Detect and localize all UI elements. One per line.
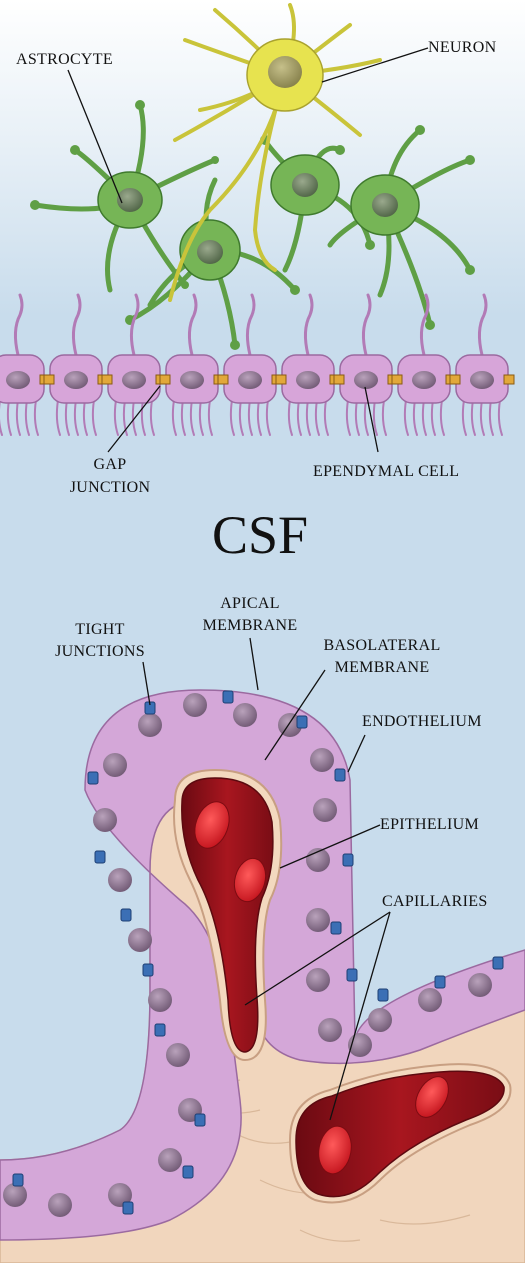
epithelial-nucleus xyxy=(310,748,334,772)
label-astrocyte: ASTROCYTE xyxy=(16,51,113,68)
epithelial-nucleus xyxy=(183,693,207,717)
leader-gap-junction xyxy=(107,385,161,453)
tight-junction xyxy=(296,715,308,729)
tight-junction xyxy=(334,768,346,782)
red-blood-cells-upper xyxy=(194,801,267,903)
ependymal-cell xyxy=(449,293,515,436)
tight-junction xyxy=(182,1165,194,1179)
tight-junction xyxy=(377,988,389,1002)
epithelial-nucleus xyxy=(368,1008,392,1032)
label-gap-junction-1: GAP xyxy=(93,456,127,473)
epithelial-nucleus xyxy=(468,973,492,997)
label-tight-junctions-2: JUNCTIONS xyxy=(55,643,145,660)
gap-junction xyxy=(503,374,515,385)
tight-junction xyxy=(194,1113,206,1127)
gap-junction xyxy=(159,374,171,385)
label-apical-membrane-2: MEMBRANE xyxy=(202,617,298,634)
epithelial-nucleus xyxy=(233,703,257,727)
epithelial-nucleus xyxy=(158,1148,182,1172)
gap-junction xyxy=(101,374,113,385)
tight-junction xyxy=(94,850,106,864)
leader-basolateral-membrane xyxy=(264,669,326,761)
gap-junction xyxy=(217,374,229,385)
gap-junction xyxy=(275,374,287,385)
label-capillaries: CAPILLARIES xyxy=(382,893,488,910)
epithelial-nucleus xyxy=(306,968,330,992)
leader-astrocyte xyxy=(67,69,123,204)
tight-junction xyxy=(222,690,234,704)
capillary-lower xyxy=(295,1070,505,1198)
epithelial-nucleus xyxy=(93,808,117,832)
gap-junction xyxy=(43,374,55,385)
tight-junction xyxy=(142,963,154,977)
epithelial-nucleus xyxy=(138,713,162,737)
label-endothelium: ENDOTHELIUM xyxy=(362,713,482,730)
leader-neuron xyxy=(321,47,429,83)
leader-lines xyxy=(67,47,429,1121)
epithelial-nucleus xyxy=(313,798,337,822)
gap-junction xyxy=(333,374,345,385)
epithelial-nucleus xyxy=(128,928,152,952)
epithelial-nucleus xyxy=(108,1183,132,1207)
leader-tight-junctions xyxy=(142,661,151,706)
tight-junction xyxy=(342,853,354,867)
leader-apical-membrane xyxy=(249,637,259,691)
label-apical-membrane-1: APICAL xyxy=(220,595,280,612)
leader-endothelium xyxy=(347,734,366,773)
epithelial-nucleus xyxy=(148,988,172,1012)
tight-junction xyxy=(122,1201,134,1215)
tight-junction xyxy=(87,771,99,785)
label-csf: CSF xyxy=(211,505,309,565)
red-blood-cells-lower xyxy=(318,1076,449,1175)
tight-junction xyxy=(492,956,504,970)
tight-junctions xyxy=(12,690,504,1215)
tight-junction xyxy=(154,1023,166,1037)
tight-junction xyxy=(120,908,132,922)
leader-capillary-upper xyxy=(244,911,391,1006)
epithelial-nucleus xyxy=(306,908,330,932)
tight-junction xyxy=(346,968,358,982)
epithelial-nucleus xyxy=(3,1183,27,1207)
gap-junction xyxy=(391,374,403,385)
epithelial-nucleus xyxy=(166,1043,190,1067)
tight-junction xyxy=(12,1173,24,1187)
epithelial-nucleus xyxy=(318,1018,342,1042)
epithelial-nucleus xyxy=(418,988,442,1012)
ependymal-cell xyxy=(0,293,51,436)
label-epithelium: EPITHELIUM xyxy=(380,816,479,833)
epithelial-nucleus xyxy=(103,753,127,777)
leader-ependymal-cell xyxy=(364,386,379,453)
label-ependymal-cell: EPENDYMAL CELL xyxy=(313,463,460,480)
leader-epithelium xyxy=(279,824,381,869)
label-gap-junction-2: JUNCTION xyxy=(69,479,151,496)
ependymal-cell xyxy=(391,293,457,436)
tight-junction xyxy=(434,975,446,989)
epithelial-nucleus xyxy=(48,1193,72,1217)
label-basolateral-membrane-2: MEMBRANE xyxy=(334,659,430,676)
gap-junction xyxy=(449,374,461,385)
epithelial-nucleus xyxy=(108,868,132,892)
leader-capillary-lower xyxy=(329,911,391,1121)
ependymal-layer xyxy=(0,293,515,436)
neuron-cell xyxy=(168,3,382,302)
label-tight-junctions-1: TIGHT xyxy=(75,621,125,638)
tight-junction xyxy=(330,921,342,935)
label-basolateral-membrane-1: BASOLATERAL xyxy=(323,637,441,654)
label-neuron: NEURON xyxy=(428,39,497,56)
